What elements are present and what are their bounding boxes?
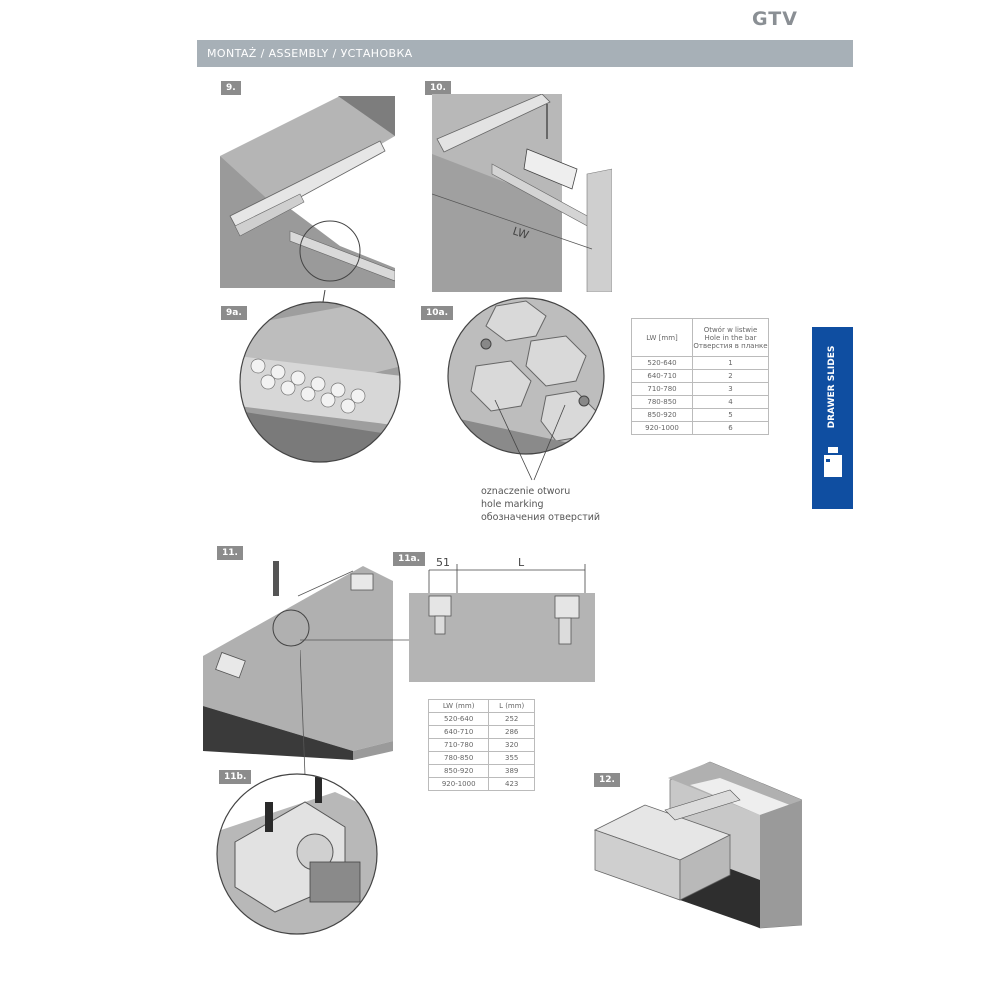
length-table-col-l: L (mm) <box>488 699 535 713</box>
step-11b-label: 11b. <box>219 770 252 784</box>
hole-table-col-lw: LW [mm] <box>631 318 693 357</box>
section-header: MONTAŻ / ASSEMBLY / УСТАНОВКА <box>197 40 853 67</box>
hole-marking-caption: oznaczenie otworu hole marking обозначен… <box>481 486 601 523</box>
step-11a-illustration <box>409 564 595 682</box>
lw-dimension-label: LW <box>511 224 530 241</box>
step-10a-detail-circle <box>447 297 605 455</box>
hole-marking-pointer-lines <box>494 400 566 481</box>
step-11b-detail-circle <box>216 773 378 935</box>
step-9a-label: 9a. <box>221 306 247 320</box>
brand-logo: GTV <box>752 8 798 30</box>
dimension-l: L <box>518 556 525 569</box>
side-tab-label: DRAWER SLIDES <box>827 345 837 429</box>
hole-table: LW [mm] Otwór w listwie Hole in the bar … <box>631 318 769 435</box>
length-table-col-lw: LW (mm) <box>427 699 490 713</box>
step-11-callout-lines <box>300 639 410 775</box>
step-10-label: 10. <box>425 81 451 95</box>
step-9-illustration <box>220 96 395 288</box>
step-11a-label: 11a. <box>393 552 426 566</box>
step-9-label: 9. <box>221 81 241 95</box>
hole-table-col-hole: Otwór w listwie Hole in the bar Отверсти… <box>692 318 769 357</box>
step-11-label: 11. <box>217 546 243 560</box>
step-9a-detail-circle <box>239 301 401 463</box>
dimension-51: 51 <box>436 556 450 569</box>
step-12-illustration <box>593 761 802 929</box>
step-10a-label: 10a. <box>421 306 454 320</box>
section-title: MONTAŻ / ASSEMBLY / УСТАНОВКА <box>207 47 413 60</box>
step-11-illustration <box>203 561 393 760</box>
step-10-illustration: LW <box>432 94 612 292</box>
step-12-label: 12. <box>594 773 620 787</box>
drawer-icon <box>824 447 842 477</box>
drawer-slides-tab: DRAWER SLIDES <box>812 327 853 509</box>
